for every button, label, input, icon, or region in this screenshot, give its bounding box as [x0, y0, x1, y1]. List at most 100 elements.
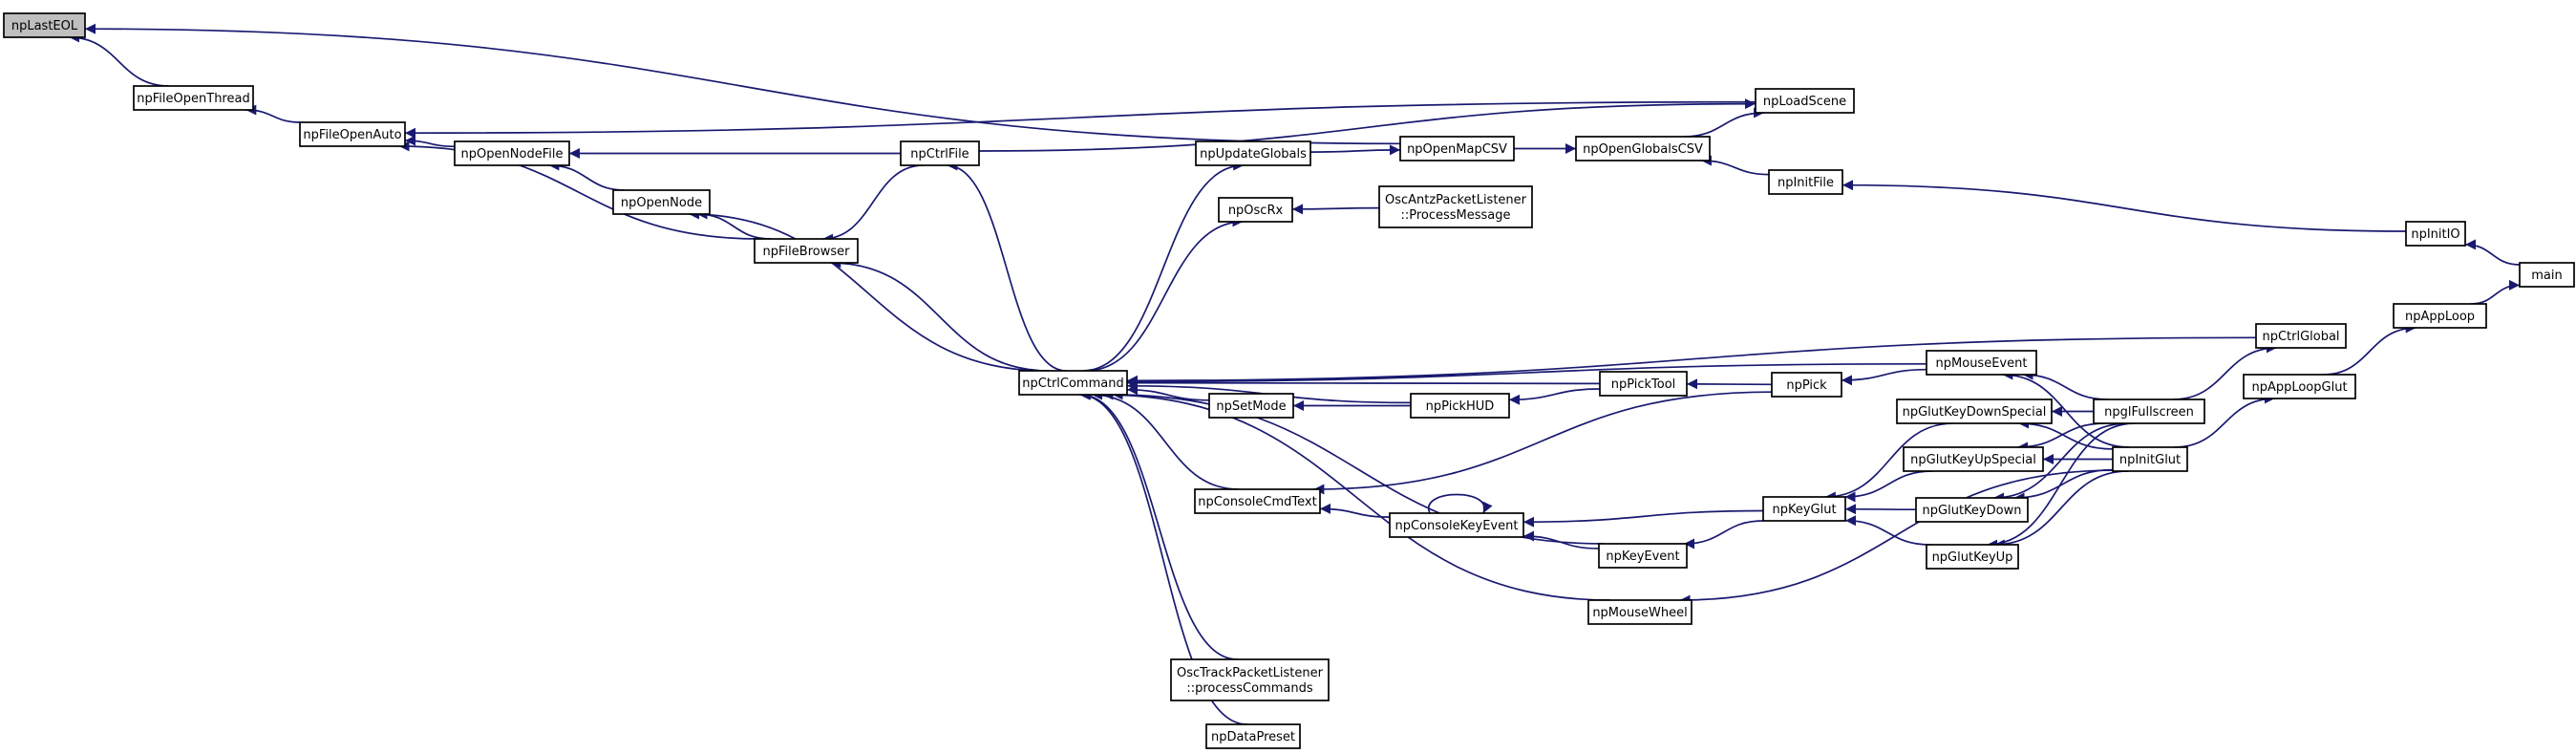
node-np-ctrl-command[interactable]: npCtrlCommand — [1018, 370, 1128, 396]
node-np-osc-rx[interactable]: npOscRx — [1218, 197, 1293, 223]
node-np-last-eol[interactable]: npLastEOL — [3, 12, 86, 38]
edges-layer — [69, 23, 2521, 725]
node-label: npDataPreset — [1211, 730, 1295, 744]
node-osc-track-packet-listener[interactable]: OscTrackPacketListener::processCommands — [1170, 658, 1330, 701]
node-label: npOpenNodeFile — [461, 147, 564, 162]
node-np-glut-key-up-special[interactable]: npGlutKeyUpSpecial — [1903, 446, 2044, 472]
node-np-open-node[interactable]: npOpenNode — [612, 189, 711, 215]
node-box — [1587, 599, 1692, 625]
node-np-pick-hud[interactable]: npPickHUD — [1410, 393, 1510, 419]
edge-np-open-map-csv-to-np-last-eol — [84, 23, 1401, 145]
node-box — [1575, 136, 1711, 162]
node-np-app-loop-glut[interactable]: npAppLoopGlut — [2243, 374, 2356, 399]
node-label: npInitIO — [2411, 227, 2459, 242]
node-box — [1926, 544, 2019, 570]
node-np-open-node-file[interactable]: npOpenNodeFile — [454, 140, 570, 166]
node-label: npPickTool — [1611, 377, 1676, 392]
edge-np-init-glut-to-np-app-loop-glut — [2174, 393, 2275, 448]
node-label: npAppLoopGlut — [2251, 380, 2347, 395]
node-np-set-mode[interactable]: npSetMode — [1208, 393, 1294, 419]
node-np-app-loop[interactable]: npAppLoop — [2393, 303, 2487, 329]
node-np-ctrl-global[interactable]: npCtrlGlobal — [2255, 323, 2347, 349]
edge-np-mouse-event-to-np-pick — [1841, 368, 1927, 386]
node-np-glut-key-down[interactable]: npGlutKeyDown — [1915, 497, 2029, 523]
node-np-open-globals-csv[interactable]: npOpenGlobalsCSV — [1575, 136, 1711, 162]
edge-np-ctrl-command-to-np-file-browser — [830, 257, 1050, 372]
node-label: main — [2531, 269, 2562, 283]
node-np-init-io[interactable]: npInitIO — [2405, 221, 2466, 247]
edge-np-glut-key-up-to-np-key-glut — [1844, 515, 1931, 546]
node-label: npLoadScene — [1763, 95, 1846, 109]
node-np-ctrl-file[interactable]: npCtrlFile — [900, 140, 980, 166]
node-np-init-glut[interactable]: npInitGlut — [2112, 446, 2188, 472]
edge-np-pick-tool-to-np-pick-hud — [1508, 388, 1601, 405]
node-box — [3, 12, 86, 38]
edge-np-ctrl-command-to-np-update-globals — [1082, 160, 1245, 372]
edge-np-pick-tool-to-np-ctrl-command — [1126, 377, 1601, 389]
node-box — [1768, 169, 1843, 195]
node-label: npCtrlGlobal — [2262, 330, 2339, 344]
node-label: npFileOpenThread — [137, 92, 249, 106]
node-box — [1762, 496, 1846, 522]
node-label: npOpenNode — [621, 196, 702, 210]
node-np-pick[interactable]: npPick — [1771, 372, 1842, 398]
node-np-key-glut[interactable]: npKeyGlut — [1762, 496, 1846, 522]
node-np-mouse-wheel[interactable]: npMouseWheel — [1587, 599, 1692, 625]
node-np-file-browser[interactable]: npFileBrowser — [754, 238, 859, 264]
node-label: npCtrlFile — [910, 147, 969, 162]
edge-np-ctrl-command-to-np-ctrl-file — [947, 160, 1067, 372]
edge-np-ctrl-command-to-np-open-node — [688, 208, 1047, 372]
node-np-key-event[interactable]: npKeyEvent — [1598, 543, 1688, 569]
node-label: npFileOpenAuto — [303, 128, 401, 142]
node-np-open-map-csv[interactable]: npOpenMapCSV — [1399, 136, 1515, 162]
node-npgl-fullscreen[interactable]: npglFullscreen — [2093, 399, 2205, 424]
node-box — [900, 140, 980, 166]
node-osc-antz-packet-listener[interactable]: OscAntzPacketListener::ProcessMessage — [1378, 185, 1533, 228]
node-box — [1205, 723, 1301, 749]
edge-np-ctrl-file-to-np-file-browser — [822, 164, 924, 245]
node-box — [299, 121, 406, 147]
node-np-update-globals[interactable]: npUpdateGlobals — [1195, 140, 1311, 166]
node-np-init-file[interactable]: npInitFile — [1768, 169, 1843, 195]
node-label: npInitGlut — [2119, 453, 2181, 467]
edge-np-open-node-to-np-open-node-file — [548, 160, 626, 191]
node-label: npKeyGlut — [1772, 503, 1836, 517]
edge-npgl-fullscreen-to-np-mouse-event — [2022, 369, 2109, 400]
node-np-file-open-auto[interactable]: npFileOpenAuto — [299, 121, 406, 147]
node-np-mouse-event[interactable]: npMouseEvent — [1926, 350, 2037, 376]
edge-np-mouse-wheel-to-np-ctrl-command — [1102, 389, 1611, 601]
edge-osc-antz-packet-listener-to-np-osc-rx — [1291, 204, 1380, 215]
node-box — [1195, 140, 1311, 166]
node-np-console-key-event[interactable]: npConsoleKeyEvent — [1389, 512, 1524, 538]
node-box — [1896, 399, 2053, 424]
node-np-data-preset[interactable]: npDataPreset — [1205, 723, 1301, 749]
node-main[interactable]: main — [2519, 262, 2575, 288]
node-box — [1194, 488, 1321, 514]
node-label: npOpenGlobalsCSV — [1583, 142, 1703, 157]
node-box — [612, 189, 711, 215]
edge-np-glut-key-up-special-to-np-key-glut — [1844, 470, 1933, 503]
node-np-load-scene[interactable]: npLoadScene — [1755, 88, 1855, 114]
edge-np-open-node-file-to-np-file-open-auto — [404, 135, 456, 148]
node-box — [754, 238, 859, 264]
node-np-file-open-thread[interactable]: npFileOpenThread — [133, 85, 254, 111]
node-np-glut-key-up[interactable]: npGlutKeyUp — [1926, 544, 2019, 570]
node-box — [1598, 543, 1688, 569]
edge-np-init-glut-to-np-glut-key-down — [2013, 468, 2114, 504]
node-label: npOpenMapCSV — [1407, 142, 1507, 157]
node-label: npCtrlCommand — [1022, 377, 1123, 391]
node-label: npConsoleKeyEvent — [1395, 519, 1519, 533]
node-box — [1926, 350, 2037, 376]
node-np-console-cmd-text[interactable]: npConsoleCmdText — [1194, 488, 1321, 514]
node-label: npSetMode — [1216, 399, 1286, 414]
node-box — [2255, 323, 2347, 349]
edge-np-mouse-event-to-np-ctrl-command — [1126, 362, 1927, 387]
edge-np-console-key-event-to-np-console-cmd-text — [1319, 503, 1391, 518]
node-np-pick-tool[interactable]: npPickTool — [1599, 371, 1688, 397]
node-box — [1903, 446, 2044, 472]
node-box — [1018, 370, 1128, 396]
edge-np-file-open-auto-to-np-file-open-thread — [245, 104, 301, 123]
node-np-glut-key-down-special[interactable]: npGlutKeyDownSpecial — [1896, 399, 2053, 424]
node-label: npMouseWheel — [1592, 606, 1687, 620]
edge-np-app-loop-to-main — [2471, 279, 2521, 305]
